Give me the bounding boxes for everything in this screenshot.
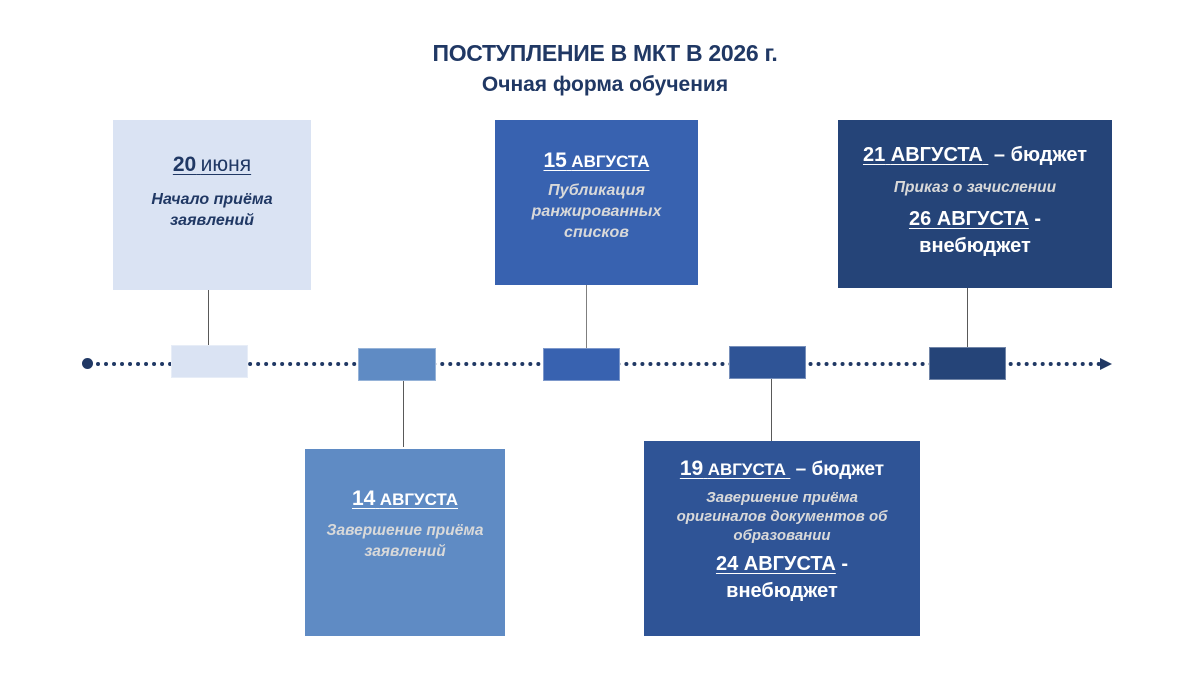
diagram-subtitle: Очная форма обучения — [481, 73, 729, 96]
stage-card-enrollment-order: 21 АВГУСТА – бюджет Приказ о зачислении … — [838, 120, 1112, 288]
connector-line-1 — [208, 290, 209, 346]
date-month: АВГУСТА — [379, 490, 459, 509]
stage-date-2: 26 АВГУСТА - — [838, 208, 1112, 231]
date2-label: 26 АВГУСТА — [908, 208, 1029, 230]
date2-suffix: - — [1028, 208, 1042, 230]
date2-suffix: - — [835, 553, 849, 575]
connector-line-3 — [586, 285, 587, 348]
timeline-marker-2 — [358, 348, 436, 381]
diagram-title: ПОСТУПЛЕНИЕ В МКТ В 2026 г. — [432, 40, 778, 66]
extrabudget-label: внебюджет — [919, 235, 1031, 257]
connector-line-5 — [967, 288, 968, 347]
date-day: 19 — [679, 457, 704, 480]
timeline-start-dot-icon — [82, 358, 93, 369]
extrabudget-label: внебюджет — [726, 580, 838, 602]
stage-date-2: 24 АВГУСТА - — [644, 553, 920, 576]
date-budget-label: – бюджет — [790, 459, 885, 480]
date-month: июня — [200, 153, 252, 176]
stage-card-ranked-lists: 15 АВГУСТА Публикация ранжированных спис… — [495, 120, 698, 285]
date-day: 14 — [351, 487, 376, 510]
stage-card-originals: 19 АВГУСТА – бюджет Завершение приёма ор… — [644, 441, 920, 636]
stage-description: Публикация ранжированных списков — [531, 182, 662, 241]
date-month: АВГУСТА — [890, 144, 983, 166]
date2-label: 24 АВГУСТА — [715, 553, 836, 575]
stage-card-end-applications: 14 АВГУСТА Завершение приёма заявлений — [305, 449, 505, 636]
stage-description: Завершение приёма оригиналов документов … — [676, 489, 888, 544]
stage-date: 14 АВГУСТА — [305, 487, 505, 511]
stage-card-start-applications: 20 июня Начало приёма заявлений — [113, 120, 311, 290]
stage-description: Приказ о зачислении — [893, 179, 1057, 196]
timeline-marker-1 — [171, 345, 248, 378]
stage-date: 19 АВГУСТА – бюджет — [644, 457, 920, 481]
date-day: 15 — [543, 149, 567, 172]
timeline-marker-5 — [929, 347, 1006, 380]
timeline-arrow-icon — [1100, 358, 1112, 370]
stage-date: 15 АВГУСТА — [495, 149, 698, 173]
date-month: АВГУСТА — [707, 460, 786, 479]
stage-description: Завершение приёма заявлений — [326, 522, 484, 560]
date-month: АВГУСТА — [571, 152, 650, 171]
date-day: 21 — [862, 144, 886, 166]
stage-date: 21 АВГУСТА – бюджет — [838, 144, 1112, 167]
connector-line-2 — [403, 381, 404, 447]
stage-description: Начало приёма заявлений — [151, 191, 273, 229]
stage-date: 20 июня — [113, 153, 311, 177]
date-day: 20 — [172, 153, 197, 176]
timeline-marker-4 — [729, 346, 806, 379]
connector-line-4 — [771, 379, 772, 441]
timeline-marker-3 — [543, 348, 620, 381]
date-budget-label: – бюджет — [988, 144, 1088, 166]
